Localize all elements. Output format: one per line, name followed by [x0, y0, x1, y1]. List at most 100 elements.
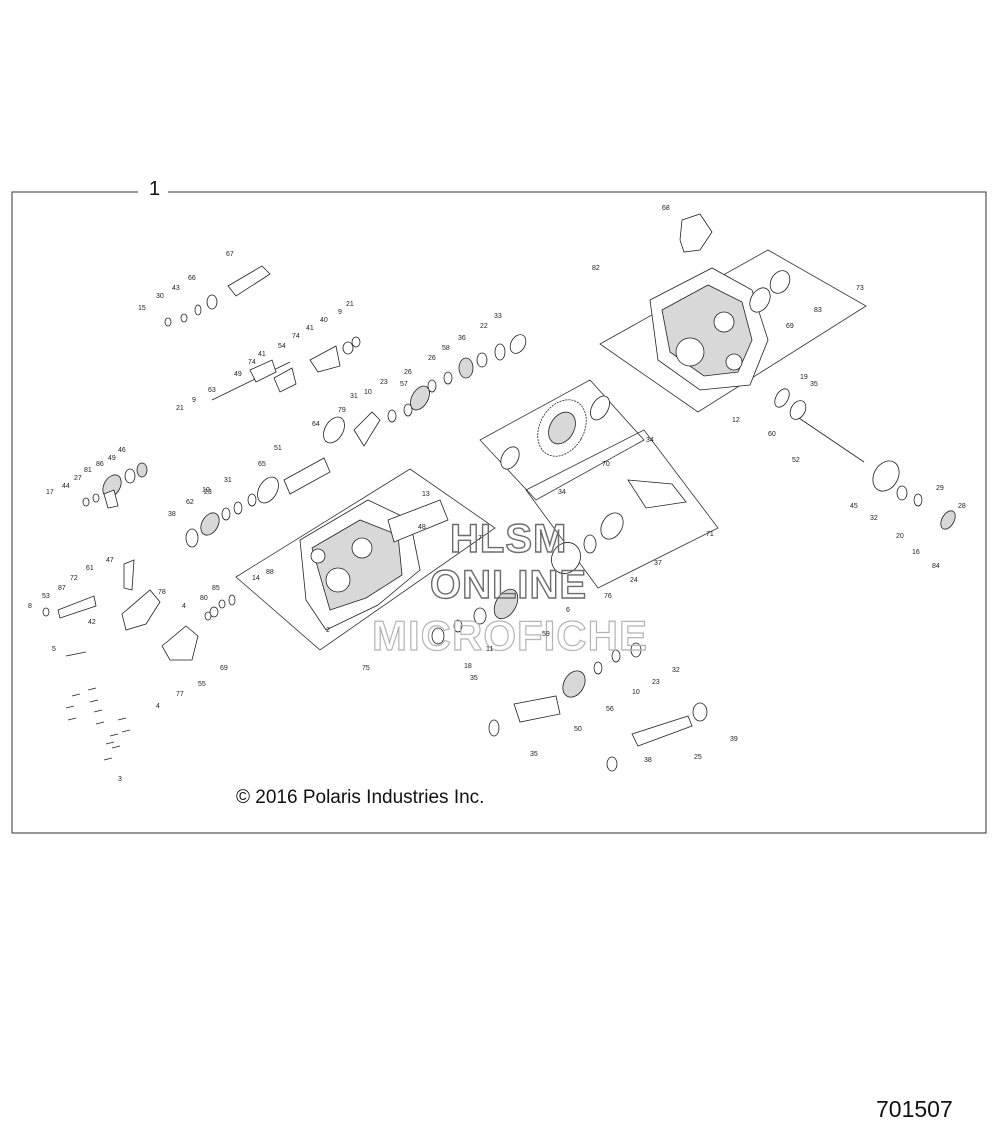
callout-labels: 6743663015219404154747441496392133223626…: [28, 205, 966, 783]
assembly-number: 1: [145, 178, 165, 201]
gear-large: [500, 395, 610, 470]
callout-label: 4: [182, 603, 186, 610]
callout-label: 62: [186, 499, 194, 506]
callout-label: 22: [480, 323, 488, 330]
callout-label: 26: [404, 369, 412, 376]
callout-label: 36: [458, 335, 466, 342]
callout-label: 73: [856, 285, 864, 292]
callout-label: 4: [156, 703, 160, 710]
assembly-frame: [11, 191, 987, 834]
callout-label: 3: [118, 776, 122, 783]
callout-label: 49: [234, 371, 242, 378]
callout-label: 78: [158, 589, 166, 596]
callout-label: 74: [248, 359, 256, 366]
callout-label: 47: [106, 557, 114, 564]
callout-label: 35: [470, 675, 478, 682]
callout-label: 15: [138, 305, 146, 312]
gear-row-middle: [185, 457, 331, 548]
callout-label: 69: [220, 665, 228, 672]
callout-label: 35: [810, 381, 818, 388]
callout-label: 87: [58, 585, 66, 592]
callout-label: 12: [732, 417, 740, 424]
callout-label: 23: [380, 379, 388, 386]
callout-label: 24: [630, 577, 638, 584]
callout-label: 79: [338, 407, 346, 414]
output-shaft: [749, 270, 956, 530]
callout-label: 81: [84, 467, 92, 474]
callout-label: 72: [70, 575, 78, 582]
callout-label: 38: [644, 757, 652, 764]
callout-label: 48: [418, 524, 426, 531]
callout-label: 56: [606, 706, 614, 713]
callout-label: 86: [96, 461, 104, 468]
callout-label: 57: [400, 381, 408, 388]
callout-label: 40: [320, 317, 328, 324]
callout-label: 23: [652, 679, 660, 686]
callout-label: 46: [118, 447, 126, 454]
callout-label: 70: [602, 461, 610, 468]
callout-label: 34: [558, 489, 566, 496]
callout-label: 76: [604, 593, 612, 600]
callout-label: 88: [266, 569, 274, 576]
callout-label: 43: [172, 285, 180, 292]
callout-label: 68: [662, 205, 670, 212]
callout-label: 21: [176, 405, 184, 412]
callout-label: 8: [28, 603, 32, 610]
callout-label: 44: [62, 483, 70, 490]
callout-label: 82: [592, 265, 600, 272]
callout-label: 9: [338, 309, 342, 316]
callout-label: 10: [202, 487, 210, 494]
callout-label: 85: [212, 585, 220, 592]
callout-label: 5: [52, 646, 56, 653]
callout-label: 21: [346, 301, 354, 308]
callout-label: 20: [896, 533, 904, 540]
callout-label: 80: [200, 595, 208, 602]
callout-label: 75: [362, 665, 370, 672]
callout-label: 25: [694, 754, 702, 761]
callout-label: 32: [870, 515, 878, 522]
callout-label: 50: [574, 726, 582, 733]
watermark-line-2: ONLINE: [430, 563, 587, 607]
lower-shafts: [431, 479, 708, 772]
callout-label: 37: [654, 560, 662, 567]
callout-label: 71: [706, 531, 714, 538]
gear-row-upper: [323, 334, 527, 447]
callout-label: 42: [88, 619, 96, 626]
callout-label: 26: [428, 355, 436, 362]
callout-label: 51: [274, 445, 282, 452]
callout-label: 28: [958, 503, 966, 510]
callout-label: 41: [258, 351, 266, 358]
callout-label: 9: [192, 397, 196, 404]
bracket: [679, 213, 713, 253]
callout-label: 61: [86, 565, 94, 572]
callout-label: 60: [768, 431, 776, 438]
transmission-case: [299, 499, 449, 631]
callout-label: 31: [224, 477, 232, 484]
callout-label: 38: [168, 511, 176, 518]
bolt-set: [65, 651, 131, 761]
group-case-75: [235, 468, 496, 651]
callout-label: 18: [464, 663, 472, 670]
watermark-line-1: HLSM: [450, 517, 567, 561]
callout-label: 69: [786, 323, 794, 330]
callout-label: 10: [364, 389, 372, 396]
callout-label: 54: [278, 343, 286, 350]
callout-label: 17: [46, 489, 54, 496]
callout-label: 27: [74, 475, 82, 482]
left-cluster: [42, 462, 236, 661]
callout-label: 55: [198, 681, 206, 688]
shift-parts: [164, 265, 361, 401]
callout-label: 74: [292, 333, 300, 340]
callout-label: 35: [530, 751, 538, 758]
callout-label: 30: [156, 293, 164, 300]
callout-label: 29: [936, 485, 944, 492]
callout-label: 83: [814, 307, 822, 314]
callout-label: 67: [226, 251, 234, 258]
callout-label: 11: [486, 646, 493, 653]
callout-label: 32: [672, 667, 680, 674]
callout-label: 49: [108, 455, 116, 462]
callout-label: 77: [176, 691, 184, 698]
callout-label: 6: [566, 607, 570, 614]
copyright-notice: © 2016 Polaris Industries Inc.: [236, 787, 485, 808]
